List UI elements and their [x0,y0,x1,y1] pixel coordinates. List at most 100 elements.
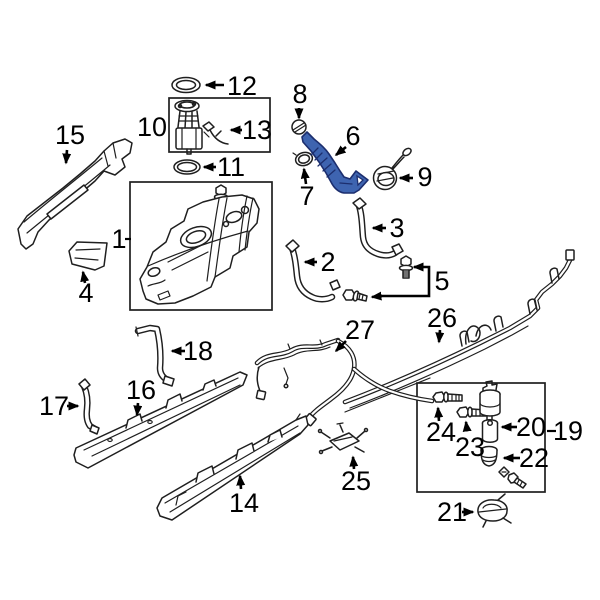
callout-23[interactable]: 23 [455,420,485,462]
callout-label[interactable]: 14 [229,488,259,518]
part-drawing-skid-plate-lower[interactable] [156,413,309,521]
fuel-pump-module-box [168,97,271,153]
callout-label[interactable]: 20 [516,412,546,442]
callout-label[interactable]: 13 [242,115,272,145]
fuel-filter-kit-box [416,382,546,493]
callout-arrow [236,474,246,490]
callout-21[interactable]: 21 [437,497,475,527]
callout-label[interactable]: 10 [137,112,167,142]
callout-label[interactable]: 17 [39,391,69,421]
callout-13[interactable]: 13 [229,115,272,145]
part-drawing-fuel-tank[interactable] [139,184,260,305]
callout-arrow [462,420,472,432]
callout-8[interactable]: 8 [292,79,308,120]
callout-arrow [80,270,90,284]
callout-26[interactable]: 26 [427,303,457,344]
callout-17[interactable]: 17 [39,391,80,421]
callout-22[interactable]: 22 [502,443,549,473]
callout-label[interactable]: 6 [345,121,360,151]
part-drawing-fuel-cap[interactable] [372,147,413,191]
part-drawing-lock-ring[interactable] [171,76,201,94]
callout-label[interactable]: 2 [320,247,335,277]
callout-arrow [349,455,359,470]
fuel-tank-box [129,181,273,311]
callout-arrow [133,402,143,417]
part-drawing-filter-element[interactable] [481,419,499,443]
callout-label[interactable]: 15 [55,120,85,150]
part-drawing-filter-clip[interactable] [498,466,510,478]
part-drawing-support-bracket-front[interactable] [78,378,100,435]
callout-6[interactable]: 6 [334,121,361,157]
part-drawing-strap-bolts[interactable] [342,255,414,302]
callout-arrow [334,145,347,157]
callout-label[interactable]: 22 [519,443,549,473]
part-drawing-support-bracket-rear[interactable] [134,324,175,387]
callout-label[interactable]: 1 [111,224,126,254]
callout-arrow [434,406,444,422]
callout-16[interactable]: 16 [126,375,156,417]
part-drawing-vent-valve-bracket[interactable] [317,422,369,455]
callout-20[interactable]: 20 [500,412,546,442]
part-drawing-filter-head[interactable] [479,380,501,421]
part-drawing-heat-shield[interactable] [17,138,133,250]
callout-label[interactable]: 26 [427,303,457,333]
part-drawing-o-ring[interactable] [173,159,201,175]
callout-4[interactable]: 4 [78,270,94,308]
part-drawing-skid-plate-upper[interactable] [73,371,248,469]
callout-arrow [435,329,445,344]
callout-9[interactable]: 9 [398,162,433,192]
callout-24[interactable]: 24 [426,406,456,447]
callout-label[interactable]: 4 [78,278,93,308]
part-drawing-tank-strap-rear[interactable] [352,197,404,259]
part-drawing-filler-pipe-seal[interactable] [291,119,307,135]
callout-label[interactable]: 23 [455,432,485,462]
callout-7[interactable]: 7 [299,167,315,211]
callout-19[interactable]: 19 [547,416,583,446]
callout-11[interactable]: 11 [202,152,245,182]
callout-label[interactable]: 24 [426,417,456,447]
callout-5[interactable]: 5 [370,262,450,301]
callout-2[interactable]: 2 [303,247,336,277]
callout-15[interactable]: 15 [55,120,85,165]
callout-14[interactable]: 14 [229,474,259,518]
part-drawing-mounting-bracket[interactable] [68,241,108,271]
callout-3[interactable]: 3 [371,213,405,243]
callout-1[interactable]: 1 [111,224,131,254]
callout-arrow [334,340,347,353]
callout-label[interactable]: 5 [434,266,449,296]
callout-label[interactable]: 27 [345,315,375,345]
part-drawing-filter-bracket[interactable] [477,493,512,528]
callout-10[interactable]: 10 [137,112,167,142]
callout-25[interactable]: 25 [341,455,371,496]
callout-label[interactable]: 21 [437,497,467,527]
part-drawing-fuel-filler-pipe-highlighted[interactable] [301,131,369,194]
part-drawing-fuel-pump-module[interactable] [174,99,203,155]
callout-label[interactable]: 12 [227,71,257,101]
part-drawing-fuel-level-sender[interactable] [202,121,229,145]
callout-label[interactable]: 9 [417,162,432,192]
part-drawing-filter-drain-bolt[interactable] [507,472,527,489]
part-drawing-fuel-lines-front[interactable] [254,337,435,427]
callout-label[interactable]: 7 [299,181,314,211]
callout-label[interactable]: 16 [126,375,156,405]
part-drawing-tank-strap-front[interactable] [285,239,341,303]
callout-label[interactable]: 18 [183,336,213,366]
callout-arrow [370,291,383,301]
callout-label[interactable]: 3 [389,213,404,243]
callout-label[interactable]: 25 [341,466,371,496]
callout-arrow [300,167,310,185]
callout-label[interactable]: 11 [217,152,245,182]
callout-12[interactable]: 12 [204,71,257,101]
callout-label[interactable]: 19 [553,416,583,446]
callout-arrow [62,149,72,165]
callout-bracket [381,265,431,298]
callout-18[interactable]: 18 [170,336,213,366]
part-drawing-fuel-lines-rear[interactable] [342,249,575,413]
part-drawing-filter-bolt-outer[interactable] [432,391,463,403]
part-drawing-filler-pipe-grommet[interactable] [292,151,314,168]
part-drawing-filter-bowl[interactable] [480,445,498,467]
callout-label[interactable]: 8 [292,79,307,109]
callout-27[interactable]: 27 [334,315,375,353]
